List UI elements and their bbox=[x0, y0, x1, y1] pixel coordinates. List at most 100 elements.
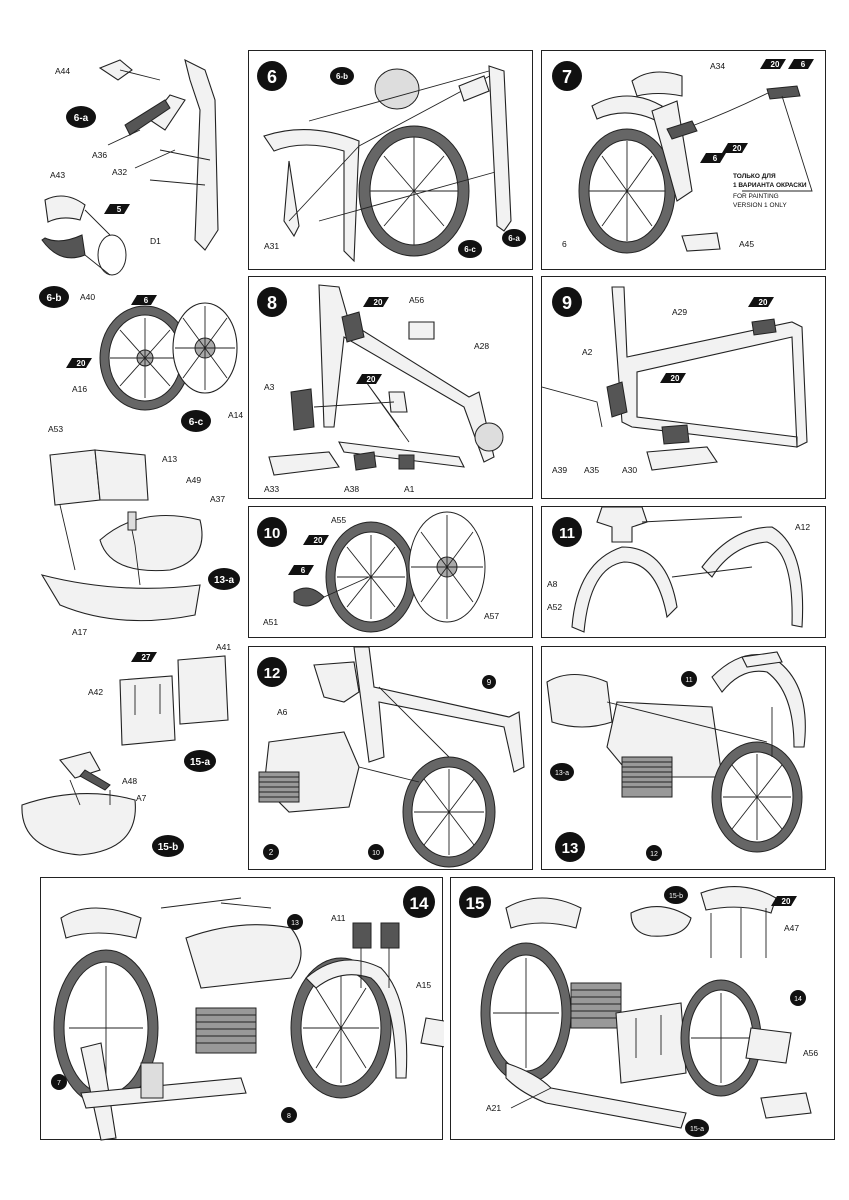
color-tag-20-a: 20 bbox=[748, 297, 774, 307]
label-a56: A56 bbox=[803, 1048, 818, 1058]
step-7-panel: 7 A34 A45 6 20 6 20 6 ТОЛЬКО ДЛЯ bbox=[541, 50, 826, 270]
svg-text:6-b: 6-b bbox=[47, 293, 62, 304]
label-a16: A16 bbox=[72, 384, 87, 394]
color-tag-20: 20 bbox=[771, 896, 797, 906]
label-a32: A32 bbox=[112, 167, 127, 177]
color-tag-20-mid: 20 bbox=[722, 143, 748, 153]
svg-text:14: 14 bbox=[794, 996, 802, 1003]
color-tag-20: 20 bbox=[303, 535, 329, 545]
svg-text:11: 11 bbox=[685, 677, 692, 684]
color-tag-20-b: 20 bbox=[660, 373, 686, 383]
ref-13: 13 bbox=[287, 914, 303, 930]
step-14-drawing: 14 13 A11 A15 7 8 bbox=[51, 886, 444, 1141]
color-tag-20-top: 20 bbox=[760, 59, 786, 69]
label-a34: A34 bbox=[710, 61, 725, 71]
headlamp-subassembly-6b bbox=[41, 195, 127, 276]
label-a56: A56 bbox=[409, 295, 424, 305]
step-number: 13 bbox=[562, 840, 579, 857]
label-a47: A47 bbox=[784, 923, 799, 933]
step-number: 6 bbox=[267, 67, 277, 87]
label-a39: A39 bbox=[552, 465, 567, 475]
step-number: 11 bbox=[559, 525, 575, 542]
svg-text:15-b: 15-b bbox=[669, 893, 683, 900]
step-8-panel: 8 20 20 A56 A28 A3 A33 A38 A1 bbox=[248, 276, 533, 499]
step-9-drawing: 9 20 20 A29 A2 A39 A35 A30 bbox=[542, 286, 808, 475]
svg-text:20: 20 bbox=[367, 375, 376, 384]
color-tag-5: 5 bbox=[104, 204, 130, 214]
svg-text:12: 12 bbox=[650, 851, 658, 858]
svg-text:6-c: 6-c bbox=[464, 245, 476, 254]
ref-15a: 15-a bbox=[685, 1119, 709, 1137]
tank-subassembly-13a bbox=[40, 449, 203, 622]
step-number: 15 bbox=[466, 894, 485, 913]
label-a44: A44 bbox=[55, 66, 70, 76]
step-number: 12 bbox=[264, 665, 281, 682]
wheel-subassembly-6c bbox=[99, 302, 238, 411]
svg-text:20: 20 bbox=[671, 374, 680, 383]
label-d1: D1 bbox=[150, 236, 161, 246]
label-a8: A8 bbox=[547, 579, 558, 589]
step-14-panel: 14 13 A11 A15 7 8 bbox=[40, 877, 444, 1141]
label-a12: A12 bbox=[795, 522, 810, 532]
seat-subassembly-15b bbox=[21, 751, 136, 856]
label-a11: A11 bbox=[331, 913, 346, 923]
svg-text:15-a: 15-a bbox=[190, 757, 210, 768]
label-a37: A37 bbox=[210, 494, 225, 504]
step-6-drawing: 6 6-a 6-b 6-c A31 bbox=[257, 61, 526, 263]
svg-text:20: 20 bbox=[314, 536, 323, 545]
step-12-panel: 12 A6 9 2 10 bbox=[248, 646, 533, 870]
label-a36: A36 bbox=[92, 150, 107, 160]
label-a38: A38 bbox=[344, 484, 359, 494]
step-11-panel: 11 A12 A8 A52 bbox=[541, 506, 826, 638]
badge-15b: 15-b bbox=[152, 835, 184, 857]
label-a43: A43 bbox=[50, 170, 65, 180]
label-a45: A45 bbox=[739, 239, 754, 249]
step-13-drawing: 11 13-a 12 13 bbox=[546, 651, 806, 862]
step-10-panel: 10 20 6 A55 A51 A57 bbox=[248, 506, 533, 638]
color-tag-20-wheel: 20 bbox=[66, 358, 92, 368]
badge-6b-step6: 6-b bbox=[330, 67, 354, 85]
ref-7: 7 bbox=[51, 1074, 67, 1090]
svg-text:9: 9 bbox=[487, 678, 492, 687]
label-a7: A7 bbox=[136, 793, 147, 803]
svg-text:13-a: 13-a bbox=[555, 770, 569, 777]
step-number: 9 bbox=[562, 293, 572, 313]
svg-text:6-b: 6-b bbox=[336, 72, 348, 81]
badge-6c: 6-c bbox=[181, 410, 211, 432]
ref-9: 9 bbox=[482, 675, 496, 689]
label-a40: A40 bbox=[80, 292, 95, 302]
note-en-line1: FOR PAINTING bbox=[733, 193, 779, 200]
saddlebag-subassembly-15a bbox=[119, 655, 229, 746]
step-15-drawing: 15 20 15-b A47 14 A56 A21 bbox=[459, 886, 818, 1137]
label-a17: A17 bbox=[72, 627, 87, 637]
step-8-drawing: 8 20 20 A56 A28 A3 A33 A38 A1 bbox=[257, 284, 504, 494]
fork-subassembly-6a bbox=[98, 58, 219, 251]
svg-text:8: 8 bbox=[287, 1113, 291, 1120]
svg-text:20: 20 bbox=[374, 298, 383, 307]
svg-text:7: 7 bbox=[57, 1080, 61, 1087]
svg-text:6: 6 bbox=[801, 60, 806, 69]
ref-11: 11 bbox=[681, 671, 697, 687]
color-tag-27: 27 bbox=[131, 652, 157, 662]
svg-text:15-a: 15-a bbox=[690, 1126, 704, 1133]
step-11-drawing: 11 A12 A8 A52 bbox=[547, 507, 810, 633]
note-en-line2: VERSION 1 ONLY bbox=[733, 202, 787, 209]
ref-14: 14 bbox=[790, 990, 806, 1006]
svg-text:6: 6 bbox=[301, 566, 306, 575]
color-tag-6-wheel: 6 bbox=[131, 295, 157, 305]
ref-10: 10 bbox=[368, 844, 384, 860]
svg-text:27: 27 bbox=[142, 653, 151, 662]
svg-text:13: 13 bbox=[291, 920, 299, 927]
label-a52: A52 bbox=[547, 602, 562, 612]
svg-text:2: 2 bbox=[269, 848, 274, 857]
label-a57: A57 bbox=[484, 611, 499, 621]
color-tag-20-b: 20 bbox=[356, 374, 382, 384]
step-number: 14 bbox=[410, 894, 429, 913]
svg-text:15-b: 15-b bbox=[158, 842, 179, 853]
label-a28: A28 bbox=[474, 341, 489, 351]
label-a41: A41 bbox=[216, 642, 231, 652]
svg-text:10: 10 bbox=[372, 850, 380, 857]
note-ru-line1: ТОЛЬКО ДЛЯ bbox=[733, 173, 776, 180]
label-a33: A33 bbox=[264, 484, 279, 494]
label-a49: A49 bbox=[186, 475, 201, 485]
